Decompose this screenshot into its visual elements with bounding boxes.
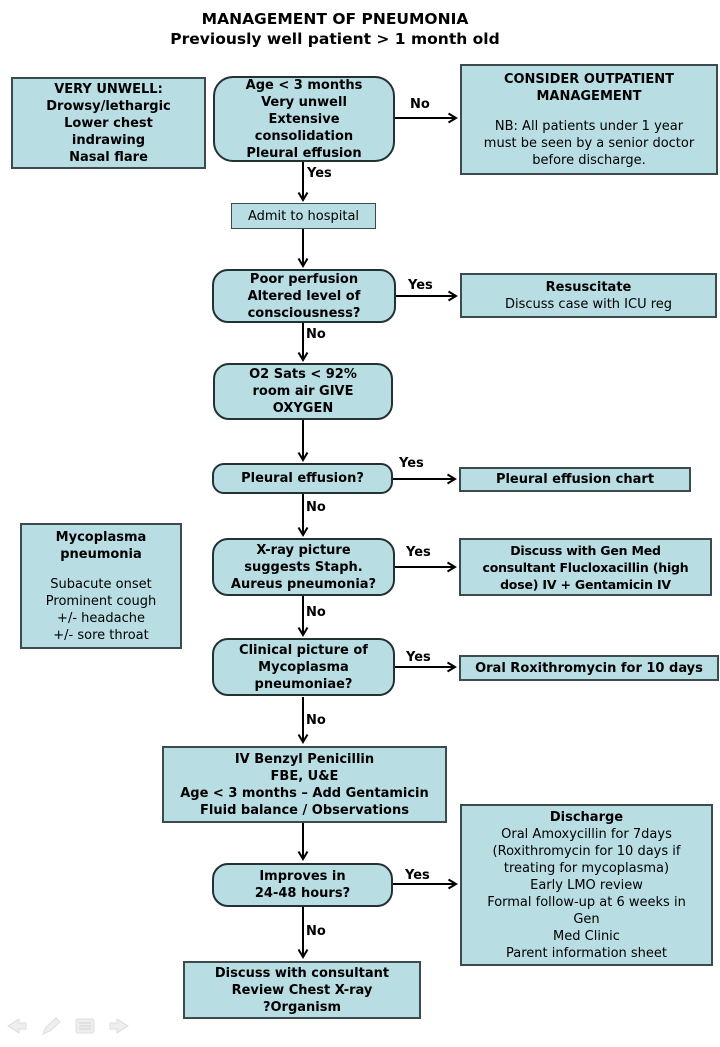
- box-o2-sats: O2 Sats < 92% room air GIVE OXYGEN: [213, 363, 393, 420]
- pleural-question-text: Pleural effusion?: [241, 471, 364, 486]
- slideshow-toolbar: [6, 1012, 136, 1040]
- label-no: No: [410, 97, 430, 112]
- page-title-line1: MANAGEMENT OF PNEUMONIA: [201, 10, 469, 28]
- very-unwell-text: VERY UNWELL: Drowsy/lethargic Lower ches…: [46, 81, 171, 165]
- label-yes: Yes: [307, 166, 332, 181]
- roxithromycin-text: Oral Roxithromycin for 10 days: [475, 660, 703, 676]
- mycoplasma-body: Subacute onset Prominent cough +/- heada…: [45, 576, 157, 643]
- page-title: MANAGEMENT OF PNEUMONIA Previously well …: [0, 9, 670, 49]
- box-clinical-question: Clinical picture of Mycoplasma pneumonia…: [212, 638, 395, 696]
- xray-question-text: X-ray picture suggests Staph. Aureus pne…: [230, 542, 377, 592]
- page-title-line2: Previously well patient > 1 month old: [170, 30, 500, 48]
- label-yes: Yes: [408, 278, 433, 293]
- previous-slide-icon[interactable]: [6, 1017, 28, 1035]
- label-yes: Yes: [405, 868, 430, 883]
- box-mycoplasma-info: Mycoplasma pneumonia Subacute onset Prom…: [20, 523, 182, 649]
- label-no: No: [306, 500, 326, 515]
- age-triage-text: Age < 3 months Very unwell Extensive con…: [245, 77, 363, 161]
- clinical-question-text: Clinical picture of Mycoplasma pneumonia…: [239, 642, 368, 692]
- next-slide-icon[interactable]: [108, 1017, 130, 1035]
- box-xray-question: X-ray picture suggests Staph. Aureus pne…: [212, 538, 395, 596]
- discharge-body: Oral Amoxycillin for 7days (Roxithromyci…: [487, 826, 686, 961]
- slide-menu-icon[interactable]: [74, 1017, 96, 1035]
- box-consider-outpatient: CONSIDER OUTPATIENT MANAGEMENT NB: All p…: [460, 64, 718, 175]
- discuss-consultant-text: Discuss with consultant Review Chest X-r…: [214, 965, 390, 1015]
- consider-outpatient-heading: CONSIDER OUTPATIENT MANAGEMENT: [503, 71, 675, 104]
- iv-benzyl-text: IV Benzyl Penicillin FBE, U&E Age < 3 mo…: [180, 751, 429, 818]
- label-yes: Yes: [406, 545, 431, 560]
- box-pleural-question: Pleural effusion?: [212, 463, 393, 494]
- box-poor-perfusion: Poor perfusion Altered level of consciou…: [212, 269, 396, 323]
- box-iv-benzyl: IV Benzyl Penicillin FBE, U&E Age < 3 mo…: [162, 746, 447, 823]
- label-no: No: [306, 327, 326, 342]
- gen-med-text: Discuss with Gen Med consultant Flucloxa…: [482, 542, 689, 592]
- box-discharge: Discharge Oral Amoxycillin for 7days (Ro…: [460, 804, 713, 966]
- box-admit: Admit to hospital: [231, 203, 376, 229]
- box-pleural-chart: Pleural effusion chart: [459, 467, 691, 492]
- improves-text: Improves in 24-48 hours?: [254, 869, 351, 901]
- label-no: No: [306, 924, 326, 939]
- label-yes: Yes: [406, 650, 431, 665]
- box-improves: Improves in 24-48 hours?: [212, 863, 393, 907]
- label-no: No: [306, 713, 326, 728]
- mycoplasma-heading: Mycoplasma pneumonia: [55, 529, 147, 562]
- box-very-unwell: VERY UNWELL: Drowsy/lethargic Lower ches…: [11, 77, 206, 169]
- label-no: No: [306, 605, 326, 620]
- box-age-triage: Age < 3 months Very unwell Extensive con…: [213, 76, 395, 162]
- annotate-pen-icon[interactable]: [40, 1016, 62, 1036]
- pleural-chart-text: Pleural effusion chart: [495, 472, 655, 487]
- discharge-heading: Discharge: [549, 809, 624, 825]
- poor-perfusion-text: Poor perfusion Altered level of consciou…: [247, 271, 361, 321]
- label-yes: Yes: [399, 456, 424, 471]
- box-gen-med: Discuss with Gen Med consultant Flucloxa…: [459, 538, 712, 596]
- consider-outpatient-body: NB: All patients under 1 year must be se…: [483, 118, 695, 168]
- box-discuss-consultant: Discuss with consultant Review Chest X-r…: [183, 961, 421, 1019]
- box-resuscitate: Resuscitate Discuss case with ICU reg: [460, 273, 717, 318]
- resuscitate-body: Discuss case with ICU reg: [504, 296, 673, 312]
- admit-text: Admit to hospital: [247, 208, 360, 224]
- box-roxithromycin: Oral Roxithromycin for 10 days: [459, 655, 719, 681]
- o2-sats-text: O2 Sats < 92% room air GIVE OXYGEN: [249, 367, 357, 416]
- resuscitate-heading: Resuscitate: [545, 279, 632, 295]
